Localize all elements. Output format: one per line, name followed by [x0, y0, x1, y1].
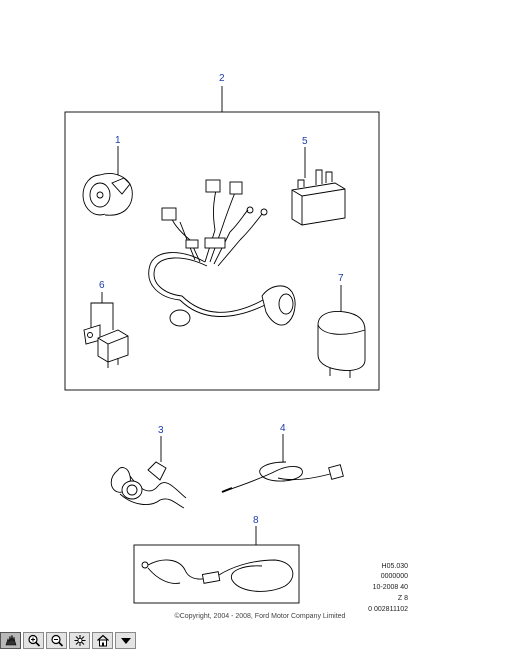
- callout-4[interactable]: 4: [280, 423, 286, 434]
- zoom-out-button[interactable]: [46, 632, 67, 649]
- dropdown-button[interactable]: [115, 632, 136, 649]
- zoom-in-icon: [27, 634, 40, 647]
- callout-6[interactable]: 6: [99, 280, 105, 291]
- home-icon: [96, 634, 109, 647]
- socket-cable-part: [110, 461, 187, 509]
- dropdown-arrow-icon: [120, 638, 131, 644]
- flasher-relay-part: [317, 311, 366, 378]
- callout-3[interactable]: 3: [158, 425, 164, 436]
- zoom-in-button[interactable]: [23, 632, 44, 649]
- copyright-notice: ©Copyright, 2004 - 2008, Ford Motor Comp…: [174, 613, 346, 620]
- reference-line-1: H05.030: [381, 563, 408, 570]
- reset-view-button[interactable]: [69, 632, 90, 649]
- reference-line-3: 10-2008 40: [372, 584, 408, 591]
- relay-bracket-part: [83, 324, 129, 368]
- trailer-socket-part: [82, 173, 133, 216]
- callout-5[interactable]: 5: [302, 136, 308, 147]
- callout-1[interactable]: 1: [115, 135, 121, 146]
- fuse-cable-part: [133, 544, 300, 604]
- reset-view-icon: [74, 635, 85, 646]
- callout-2[interactable]: 2: [219, 73, 225, 84]
- reference-line-2: 0000000: [380, 573, 408, 580]
- zoom-out-icon: [50, 634, 63, 647]
- reference-line-5: 0 002811102: [368, 606, 408, 613]
- reference-line-4: Z 8: [397, 595, 408, 602]
- wiring-harness-part: [148, 179, 296, 327]
- viewer-toolbar: [0, 631, 520, 650]
- pan-button[interactable]: [0, 632, 21, 649]
- callout-7[interactable]: 7: [338, 273, 344, 284]
- item8-frame: [133, 544, 300, 604]
- module-part: [291, 169, 346, 226]
- home-button[interactable]: [92, 632, 113, 649]
- parts-diagram: [64, 86, 380, 604]
- pan-hand-icon: [5, 634, 16, 646]
- callout-8[interactable]: 8: [253, 515, 259, 526]
- lead-part: [221, 461, 344, 493]
